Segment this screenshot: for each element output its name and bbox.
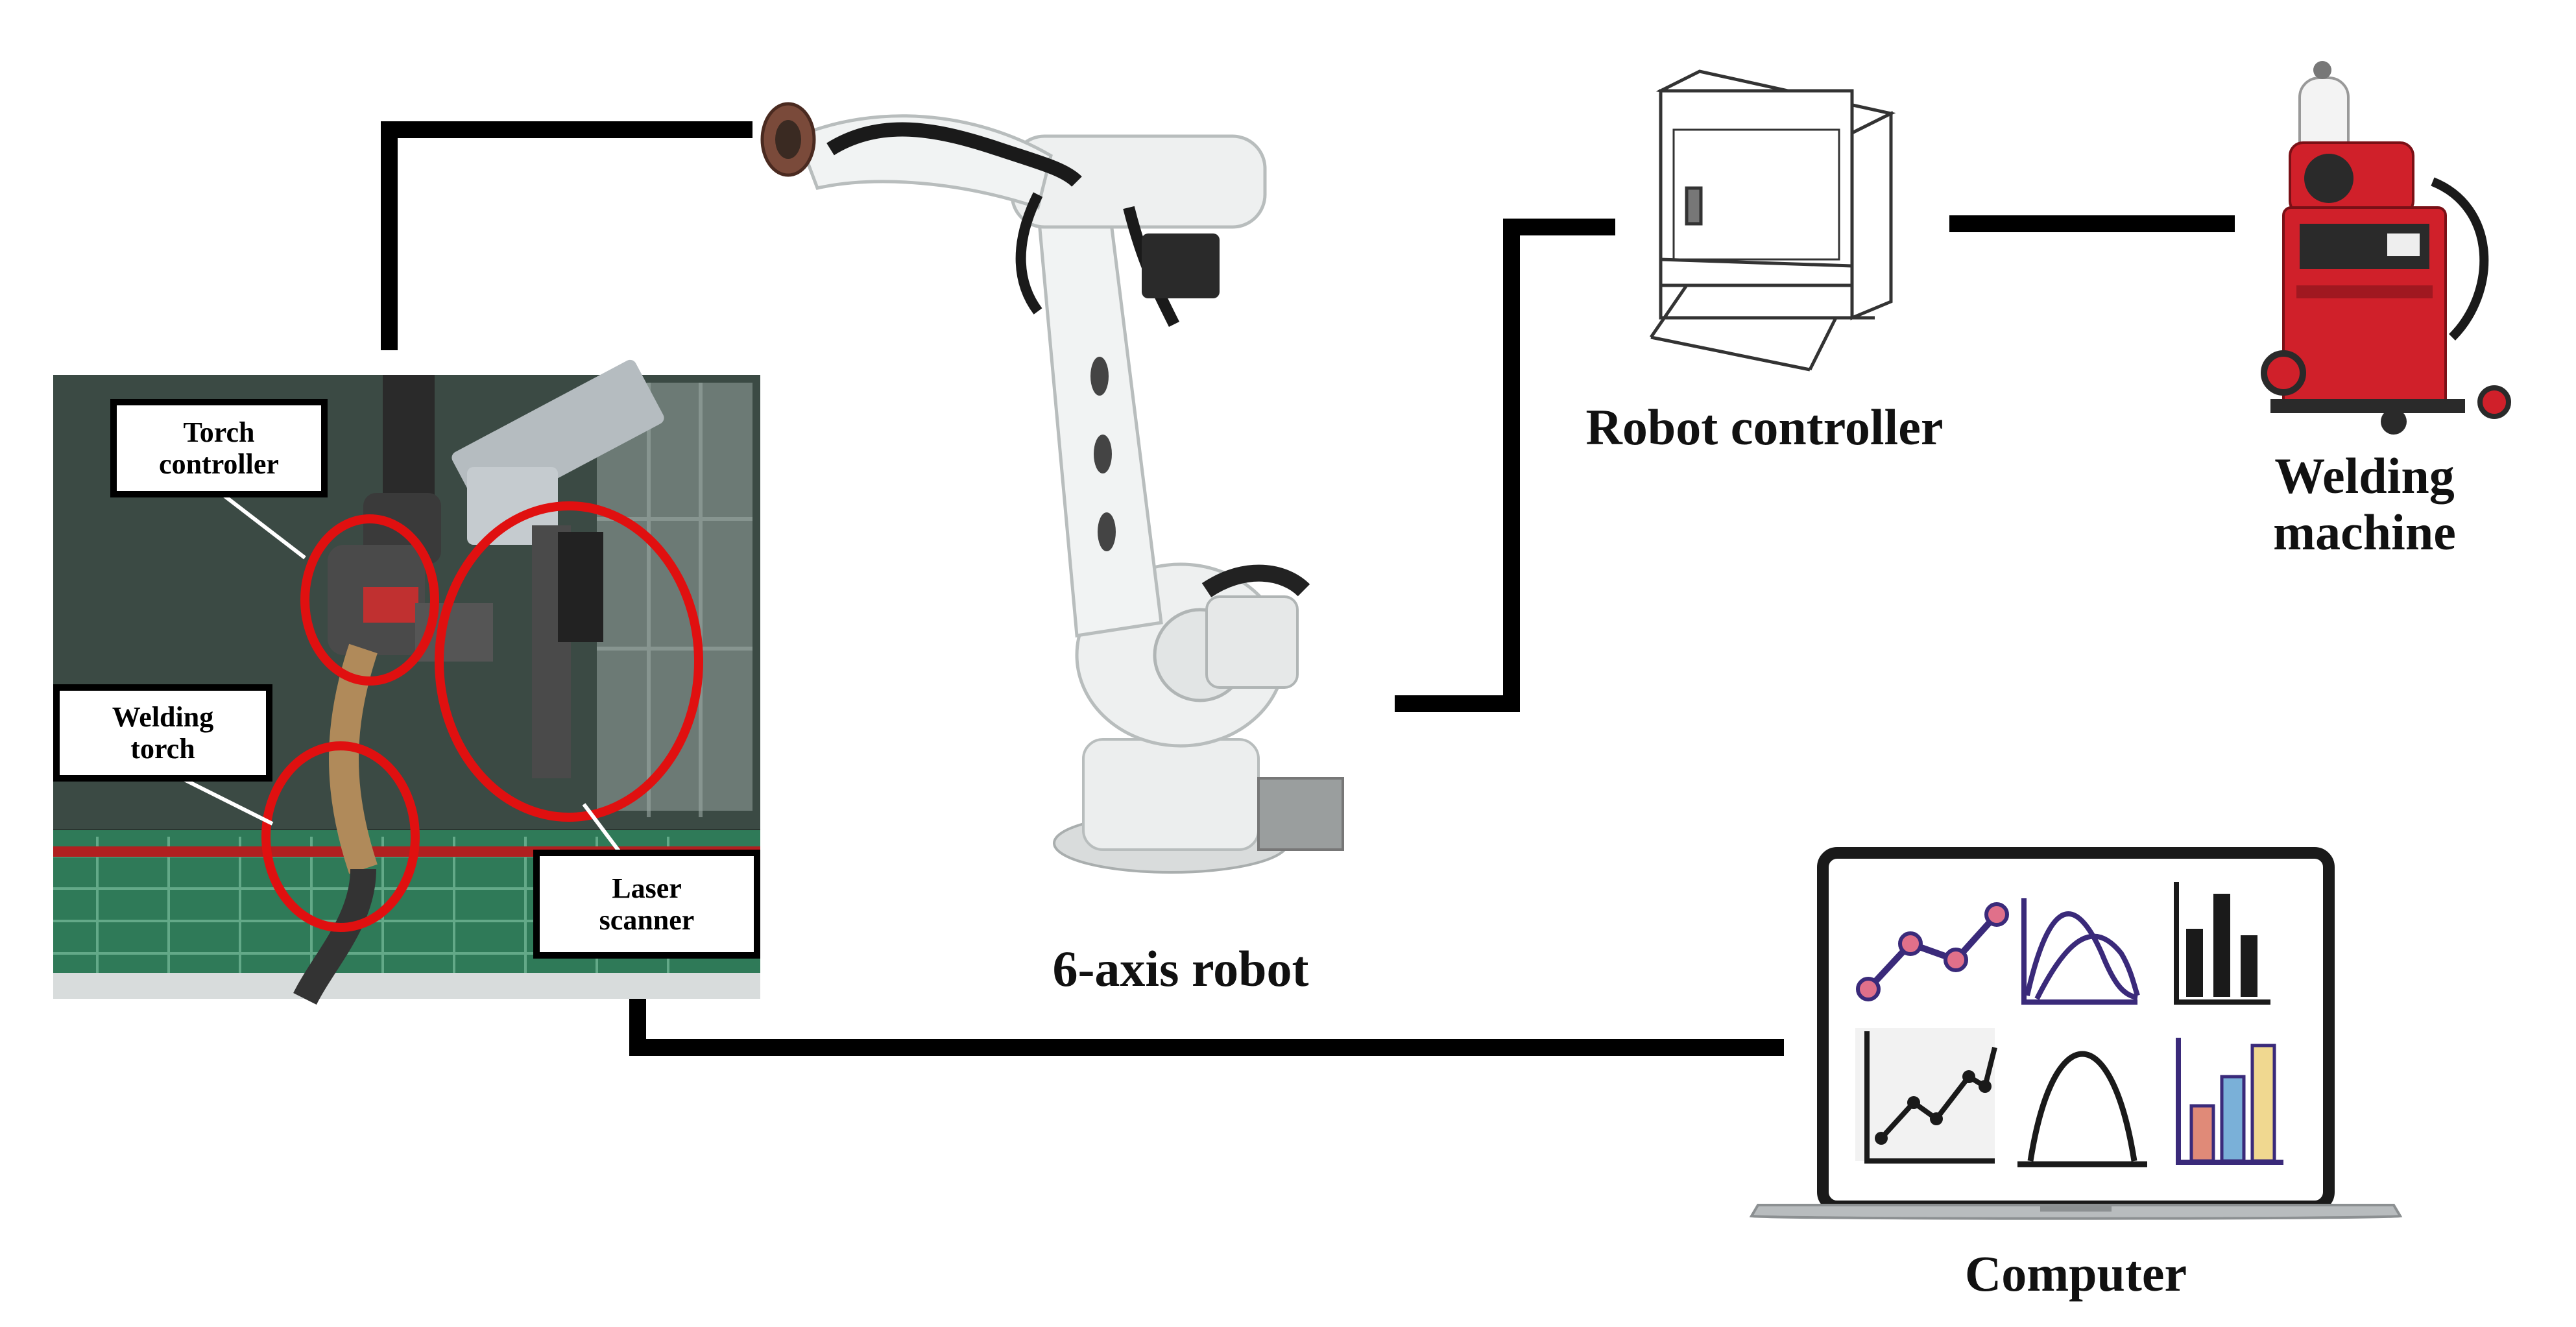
highlight-circles: [261, 501, 703, 932]
welding-torch-callout: Welding torch: [53, 684, 272, 782]
color-bar-chart-icon: [2176, 1038, 2283, 1165]
distribution-curve-icon: [2021, 898, 2140, 1005]
torch-controller-label: Torch controller: [159, 416, 279, 480]
welding-torch-highlight: [261, 741, 420, 932]
laser-scanner-callout: Laser scanner: [533, 850, 760, 959]
torch-controller-callout: Torch controller: [110, 399, 328, 497]
laser-scanner-highlight: [435, 501, 703, 822]
computer-label: Computer: [1964, 1245, 2187, 1302]
torch-controller-highlight: [300, 514, 439, 686]
connector-robot-to-controller: [1395, 219, 1615, 712]
robot-label: 6-axis robot: [1052, 940, 1309, 997]
robot-controller-label: Robot controller: [1585, 399, 1944, 455]
welding-machine-illustration: [2261, 61, 2511, 435]
line-chart-icon: [1856, 902, 2009, 1001]
laser-scanner-label: Laser scanner: [599, 872, 695, 936]
callout-pointers: [180, 491, 625, 857]
robot-illustration: [760, 102, 1344, 874]
welding-torch-label: Welding torch: [112, 700, 214, 765]
welding-machine-label: Welding machine: [2273, 448, 2456, 561]
bell-curve-icon: [2017, 1051, 2147, 1167]
robot-controller-cabinet: [1649, 69, 1896, 372]
trend-chart-icon: [1855, 1028, 1997, 1164]
bar-chart-icon: [2174, 882, 2270, 1005]
connector-torch-to-robot: [381, 121, 752, 350]
